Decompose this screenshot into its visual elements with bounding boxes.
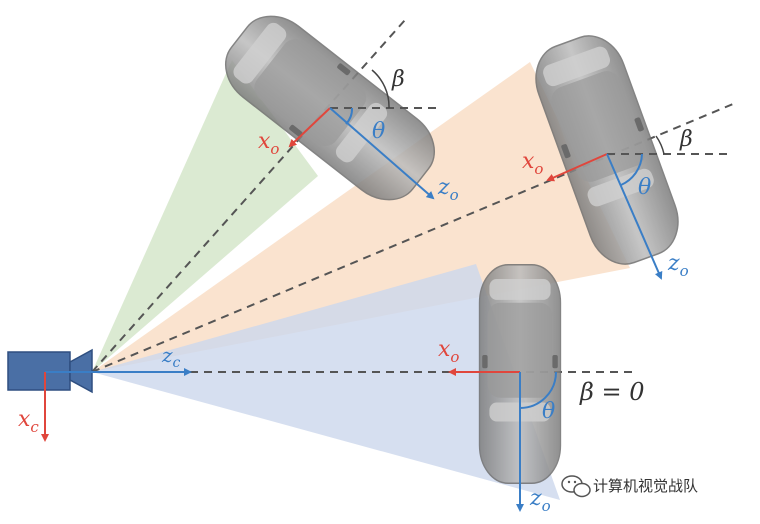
fov-green-wedge (92, 60, 318, 372)
beta-zero-label: β = 0 (579, 378, 645, 406)
fov-blue-wedge (92, 264, 560, 500)
watermark: 计算机视觉战队 (561, 475, 698, 498)
car3-theta-label: θ (542, 399, 555, 424)
car2-x-axis (546, 153, 608, 182)
car1-x-axis (288, 107, 331, 148)
watermark-text: 计算机视觉战队 (593, 477, 698, 495)
car3-z-label: zo (529, 486, 551, 515)
car2-theta-arc (620, 153, 643, 186)
car1-theta-label: θ (372, 119, 385, 144)
car2-x-label: xo (522, 149, 543, 178)
car3-x-label: xo (438, 337, 459, 366)
car3-theta-arc (519, 371, 557, 409)
car2-beta-arc (655, 135, 665, 155)
car1-theta-arc (345, 107, 353, 125)
car2-theta-label: θ (638, 175, 651, 200)
wechat-icon (561, 475, 591, 498)
car1-z-label: zo (437, 175, 459, 204)
car1-x-label: xo (258, 129, 279, 158)
car2-z-label: zo (667, 251, 689, 280)
car1-beta-arc (371, 69, 390, 109)
camera-z-label: zc (161, 343, 181, 371)
car2-beta-label: β (679, 127, 693, 152)
car2-z-axis (606, 153, 663, 280)
car1-beta-label: β (391, 67, 405, 92)
fov-orange-wedge (92, 62, 630, 372)
camera-x-label: xc (18, 407, 39, 436)
